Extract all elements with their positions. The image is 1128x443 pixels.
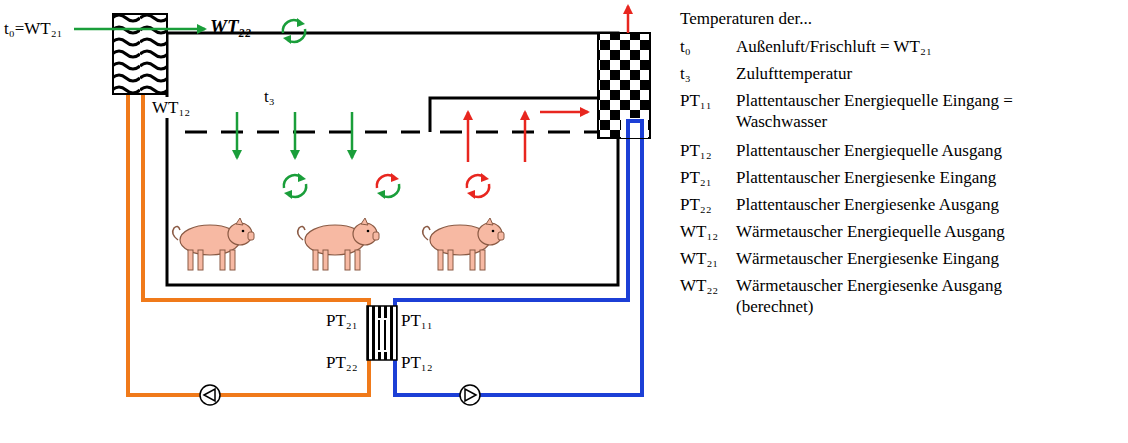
legend-symbol: PT₂₁ (680, 167, 712, 188)
legend-symbol: PT₂₂ (680, 194, 712, 215)
legend-heading: Temperaturen der... (680, 8, 812, 29)
pump-symbol (460, 385, 480, 405)
temperature-label: PT₂₁ (326, 310, 358, 331)
legend-symbol: PT₁₁ (680, 90, 712, 111)
pig-figure (173, 218, 504, 270)
blue-pipe (395, 138, 642, 395)
scrubber-inlet (621, 118, 648, 138)
supply-air-arrow (237, 112, 352, 158)
legend-symbol: WT₁₂ (680, 221, 718, 242)
temperature-label: t₃ (264, 86, 275, 107)
barn-outline (167, 33, 618, 285)
temperature-label: PT₁₂ (401, 352, 433, 373)
legend-description: Wärmetauscher Energiesenke Ausgang (bere… (736, 275, 1036, 317)
plate-exchanger-core (378, 320, 380, 350)
temperature-label: WT₂₂ (210, 16, 252, 37)
temperature-label: PT₂₂ (326, 352, 358, 373)
perforated-ceiling (440, 131, 600, 134)
plate-exchanger-core (377, 318, 387, 352)
air-scrubber (598, 33, 650, 138)
legend-description: Plattentauscher Energiequelle Eingang = … (736, 90, 1036, 132)
plate-exchanger (367, 306, 397, 360)
circulation-symbol (283, 18, 489, 199)
temperature-label: PT₁₁ (401, 310, 433, 331)
legend-description: Zulufttemperatur (736, 63, 852, 84)
fresh-air-arrow (74, 28, 205, 31)
legend-symbol: t₃ (680, 63, 691, 84)
heat-exchanger (113, 14, 167, 94)
perforated-ceiling (185, 131, 420, 134)
legend-symbol: PT₁₂ (680, 140, 712, 161)
pump-symbol (200, 385, 220, 405)
legend-description: Plattentauscher Energiesenke Ausgang (736, 194, 999, 215)
legend-description: Plattentauscher Energiesenke Eingang (736, 167, 996, 188)
temperature-label: WT₁₂ (150, 97, 192, 118)
legend-description: Außenluft/Frischluft = WT₂₁ (736, 36, 932, 57)
legend-symbol: t₀ (680, 36, 691, 57)
legend-description: Wärmetauscher Energiesenke Eingang (736, 248, 999, 269)
plate-exchanger-core (384, 320, 386, 350)
exhaust-duct (430, 98, 598, 132)
legend-description: Wärmetauscher Energiequelle Ausgang (736, 221, 1005, 242)
blue-pipe (395, 138, 628, 318)
blue-pipe (628, 121, 642, 138)
legend-symbol: WT₂₂ (680, 275, 718, 296)
temperature-label: t₀=WT₂₁ (4, 18, 63, 39)
exhaust-air-arrow (468, 6, 628, 162)
legend-description: Plattentauscher Energiequelle Ausgang (736, 140, 1002, 161)
legend-symbol: WT₂₁ (680, 248, 718, 269)
